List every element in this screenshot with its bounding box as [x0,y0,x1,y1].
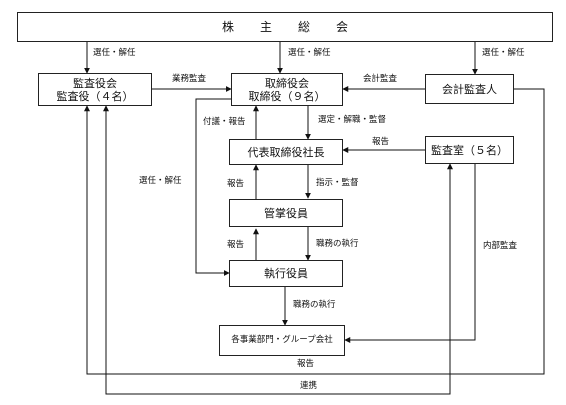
executive-officers-box: 執行役員 [229,260,343,287]
label-elect-dismiss-auditors: 選任・解任 [93,48,136,58]
label-report-audit-office: 報告 [372,137,390,147]
label-report-bottom: 報告 [297,359,315,369]
president-box: 代表取締役社長 [229,139,343,165]
label-refer-report: 付議・報告 [203,117,246,127]
audit-office-box: 監査室（５名） [425,136,514,164]
label-internal-audit: 内部監査 [483,241,518,251]
label-execute-duties-managing: 職務の執行 [316,239,359,249]
label-elect-dismiss-board: 選任・解任 [288,48,331,58]
board-of-directors-box: 取締役会 取締役（９名） [231,73,343,106]
label-appoint-dismiss-supervise: 選定・解職・監督 [318,115,387,125]
auditors-count-label: 監査役（４名） [56,89,134,103]
label-business-audit: 業務監査 [172,74,207,84]
label-cooperation: 連携 [300,381,318,391]
managing-officers-box: 管掌役員 [229,199,343,227]
managing-officers-label: 管掌役員 [264,206,308,220]
arrow-board-to-executive [195,98,231,276]
directors-count-label: 取締役（９名） [248,89,326,103]
label-elect-dismiss-executive: 選任・解任 [139,176,182,186]
business-units-box: 各事業部門・グループ会社 [219,325,345,356]
business-units-label: 各事業部門・グループ会社 [231,335,333,345]
arrow-cooperation [103,105,453,395]
audit-board-box: 監査役会 監査役（４名） [38,73,152,106]
accounting-auditor-label: 会計監査人 [442,82,497,96]
audit-office-label: 監査室（５名） [431,143,508,157]
arrow-audit-office-to-business-units [344,164,476,343]
audit-board-label: 監査役会 [73,76,117,90]
president-label: 代表取締役社長 [247,145,325,159]
label-execute-duties-executive: 職務の執行 [293,300,336,310]
label-instruct-supervise: 指示・監督 [316,178,359,188]
shareholders-meeting-label: 株主総会 [221,19,374,34]
arrow-report-to-auditors [84,88,545,375]
board-label: 取締役会 [265,76,309,90]
executive-officers-label: 執行役員 [264,267,308,280]
accounting-auditor-box: 会計監査人 [425,74,514,104]
label-accounting-audit: 会計監査 [363,74,398,84]
shareholders-meeting-box: 株主総会 [17,12,553,42]
label-elect-dismiss-accounting: 選任・解任 [482,48,525,58]
label-report-managing: 報告 [227,240,245,250]
label-report-president: 報告 [227,179,245,189]
